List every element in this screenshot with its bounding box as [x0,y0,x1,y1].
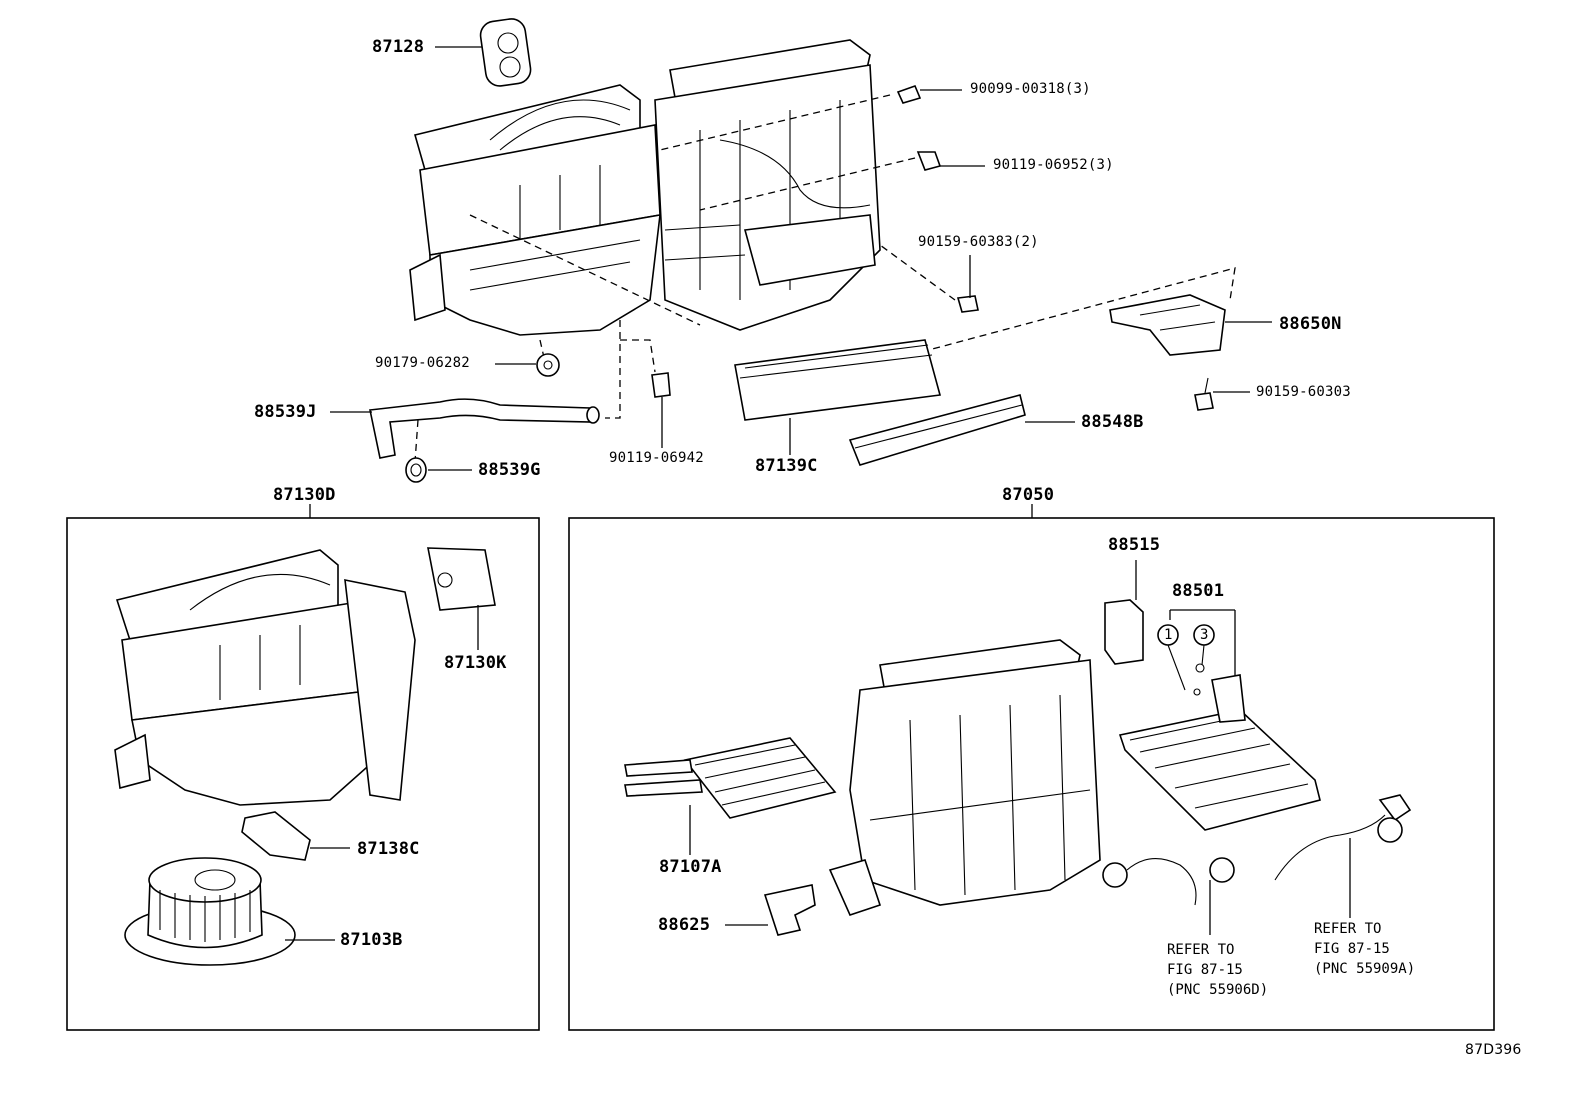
label-87139C: 87139C [755,456,818,476]
label-88650N: 88650N [1279,314,1342,334]
label-88501: 88501 [1172,581,1225,601]
filter-cover-88548B [848,394,1075,466]
refer-note-55906D-line3: (PNC 55906D) [1167,982,1269,998]
label-87128: 87128 [372,37,425,57]
blower-unit-assembly-top [409,84,661,336]
refer-note-55909A-line3: (PNC 55909A) [1314,961,1416,977]
label-90099-00318: 90099-00318(3) [970,81,1091,97]
label-90179-06282: 90179-06282 [375,355,470,371]
sensor-88625 [725,884,816,936]
blower-unit-87130D [114,549,416,806]
expansion-valve-88515 [1104,560,1144,665]
heater-unit-87050 [828,639,1101,916]
label-circle-1: 1 [1164,627,1173,643]
refer-note-55906D-line2: FIG 87-15 [1167,962,1243,978]
label-90119-06952: 90119-06952(3) [993,157,1114,173]
label-87050: 87050 [1002,485,1055,505]
label-circle-3: 3 [1200,627,1209,643]
heater-core-87107A [624,737,837,855]
refer-note-55906D-line1: REFER TO [1167,942,1235,958]
blower-motor-87103B [124,857,335,966]
label-87107A: 87107A [659,857,722,877]
label-88625: 88625 [658,915,711,935]
refer-note-55909A-line2: FIG 87-15 [1314,941,1390,957]
label-90119-06942: 90119-06942 [609,450,704,466]
label-88515: 88515 [1108,535,1161,555]
sensor-55909A [1274,794,1412,918]
label-88539G: 88539G [478,460,541,480]
evaporator-88501 [1118,609,1321,831]
resistor-87138C [241,811,350,861]
filter-87139C [734,339,942,455]
refer-note-55909A-line1: REFER TO [1314,921,1382,937]
refer-note-55909A: REFER TO FIG 87-15 (PNC 55909A) [1314,919,1415,979]
servo-87130K [427,547,496,650]
nut-90179-06282 [495,353,560,377]
label-87130K: 87130K [444,653,507,673]
screw-90119-06942 [651,372,671,448]
grommet-88539G [405,457,472,483]
drain-hose-88539J [330,398,600,459]
label-87103B: 87103B [340,930,403,950]
figure-id: 87D396 [1465,1042,1522,1058]
box-87130D [66,517,540,1031]
bolt-90119-06952 [916,151,985,171]
label-88539J: 88539J [254,402,317,422]
sensor-55906D [1102,857,1235,935]
screw-90099 [896,84,962,104]
box-87050 [568,517,1495,1031]
screw-90159-60303 [1194,377,1250,411]
label-88548B: 88548B [1081,412,1144,432]
label-87130D: 87130D [273,485,336,505]
bracket-88650N [1109,294,1272,356]
heater-unit-assembly-top [654,39,881,331]
label-90159-60383: 90159-60383(2) [918,234,1039,250]
grommet-87128 [479,18,532,87]
label-90159-60303: 90159-60303 [1256,384,1351,400]
label-87138C: 87138C [357,839,420,859]
refer-note-55906D: REFER TO FIG 87-15 (PNC 55906D) [1167,940,1268,1000]
screw-90159-60383 [956,255,979,313]
